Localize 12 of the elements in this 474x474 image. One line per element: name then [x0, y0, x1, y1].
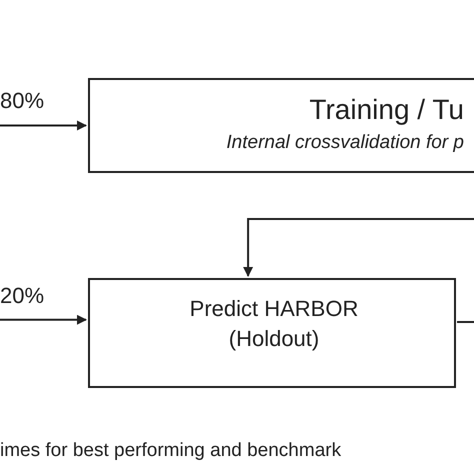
box-label: Predict HARBOR (Holdout): [188, 295, 360, 353]
connector-line: [457, 321, 474, 323]
arrow: [0, 120, 87, 130]
box-heading: Training / Tu: [309, 94, 464, 126]
process-box: [88, 78, 474, 173]
arrow: [0, 314, 87, 325]
edge-label: 20%: [0, 283, 44, 309]
edge-label: 80%: [0, 88, 44, 114]
arrow: [243, 218, 474, 277]
caption-text: imes for best performing and benchmark: [0, 440, 342, 462]
process-box: [88, 278, 456, 388]
box-subtitle: Internal crossvalidation for p: [226, 132, 464, 154]
